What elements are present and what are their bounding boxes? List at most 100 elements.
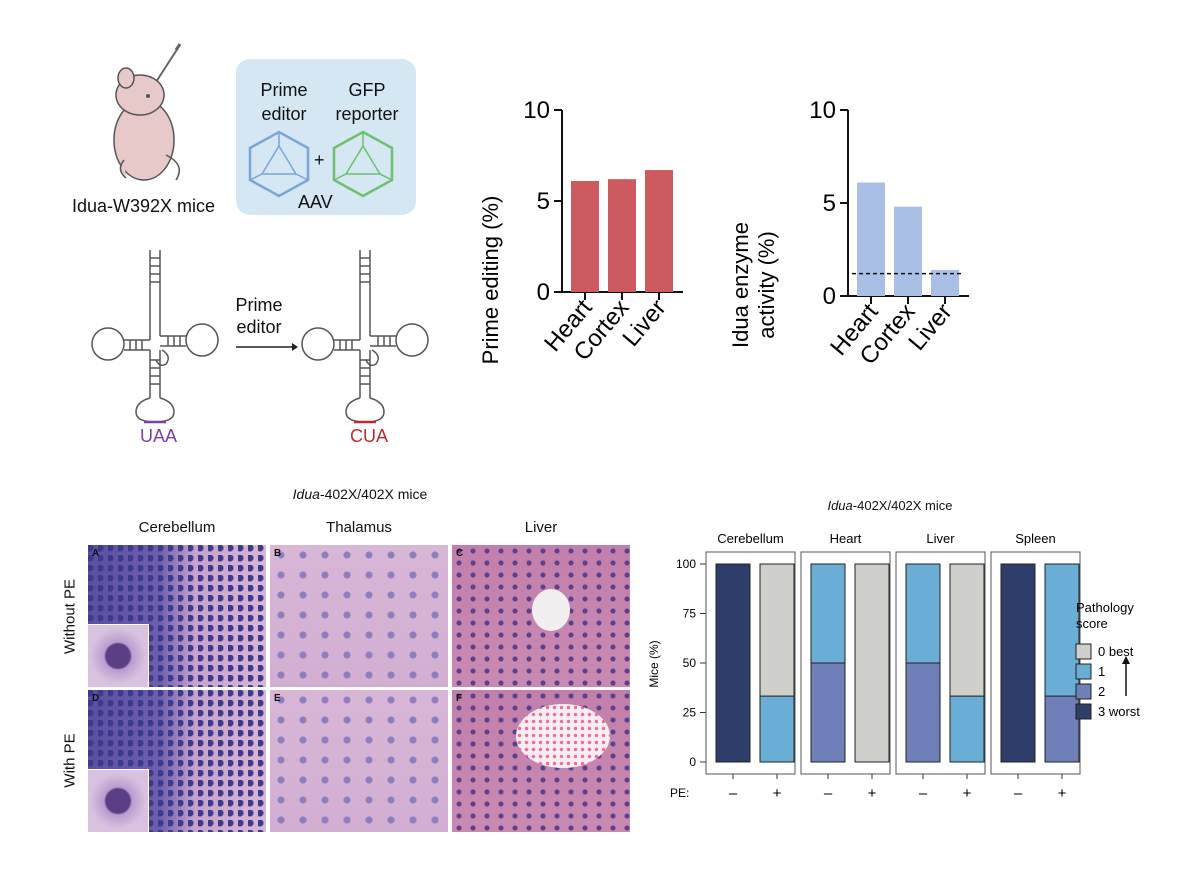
mouse-label: Idua-W392X mice: [72, 196, 216, 216]
y-tick-label: 10: [809, 97, 836, 124]
y-tick-label: 0: [537, 279, 550, 306]
pe-tick-label: +: [963, 785, 972, 802]
stacked-segment-score-0: [759, 563, 795, 697]
panel-letter: C: [456, 548, 464, 559]
stacked-chart-title: Idua-402X/402X mice: [827, 498, 953, 513]
pe-tick-label: +: [773, 785, 782, 802]
legend-label-1: 1: [1098, 664, 1105, 679]
y-tick-label: 100: [676, 557, 696, 571]
stacked-segment-score-3: [715, 563, 751, 763]
panel-letter: D: [92, 693, 100, 704]
y-tick-label: 0: [689, 755, 696, 769]
histology-panel-e: E: [270, 690, 448, 832]
stacked-segment-score-1: [810, 563, 846, 664]
stacked-segment-score-2: [810, 662, 846, 763]
y-tick-label: 75: [683, 607, 697, 621]
gfp-reporter-label: GFP reporter: [335, 80, 399, 124]
mouse-pup-icon: [113, 43, 182, 181]
pe-axis-label: PE:: [670, 786, 689, 800]
pe-tick-label: +: [868, 785, 877, 802]
chart2-ylabel-line2: activity (%): [754, 231, 779, 339]
legend-label-0: 0 best: [1098, 644, 1134, 659]
panel-letter: F: [456, 693, 463, 704]
pe-tick-label: –: [824, 785, 833, 802]
panel-letter: B: [274, 548, 282, 559]
trna-before-icon: [91, 250, 219, 424]
legend-swatch-0: [1075, 643, 1092, 660]
histology-panel-c: C: [452, 545, 630, 687]
histology-col-thalamus: Thalamus: [326, 519, 392, 536]
y-tick-label: 25: [683, 706, 697, 720]
facet-title-heart: Heart: [830, 531, 862, 546]
facet-frame: [705, 551, 796, 775]
histology-panel-d: D: [88, 690, 266, 832]
facet-frame: [800, 551, 891, 775]
stacked-segment-score-0: [854, 563, 890, 763]
legend-swatch-3: [1075, 703, 1092, 720]
chart1-ylabel: Prime editing (%): [478, 196, 503, 365]
histology-title: Idua-402X/402X mice: [292, 486, 428, 502]
pe-tick-label: –: [919, 785, 928, 802]
stacked-segment-score-1: [759, 695, 795, 763]
stacked-segment-score-1: [949, 695, 985, 763]
legend-arrowhead-icon: [1122, 656, 1130, 664]
legend-swatch-2: [1075, 683, 1092, 700]
bar-liver: [645, 170, 673, 292]
legend-title-line1: Pathology: [1076, 600, 1134, 615]
histology-panel-a: A: [88, 545, 266, 687]
stacked-segment-score-2: [1044, 695, 1080, 763]
legend-title-line2: score: [1076, 616, 1108, 631]
prime-editor-capsid-icon: [248, 130, 310, 198]
stacked-segment-score-1: [1044, 563, 1080, 697]
facet-frame: [895, 551, 986, 775]
legend-swatch-1: [1075, 663, 1092, 680]
panel-letter: E: [274, 693, 281, 704]
panel-letter: A: [92, 548, 100, 559]
y-tick-label: 10: [523, 97, 550, 124]
vessel-lumen: [532, 589, 570, 631]
histology-col-liver: Liver: [524, 519, 558, 536]
histology-panel-f: F: [452, 690, 630, 832]
bar-heart: [571, 180, 599, 292]
codon-before-label: UAA: [140, 426, 178, 446]
pe-tick-label: +: [1058, 785, 1067, 802]
histology-inset: [88, 769, 149, 832]
y-tick-label: 5: [537, 188, 550, 215]
facet-title-cerebellum: Cerebellum: [717, 531, 783, 546]
x-tick-label-liver: Liver: [617, 295, 671, 352]
pe-tick-label: –: [1014, 785, 1023, 802]
facet-title-spleen: Spleen: [1015, 531, 1055, 546]
stacked-segment-score-2: [905, 662, 941, 763]
pe-tick-label: –: [729, 785, 738, 802]
histology-row-with-pe: With PE: [61, 733, 79, 788]
codon-after-label: CUA: [350, 426, 389, 446]
bar-heart: [857, 182, 885, 296]
prime-editor-label: Prime editor: [260, 80, 308, 124]
bar-cortex: [608, 179, 636, 292]
histology-row-without-pe: Without PE: [61, 578, 79, 655]
stacked-segment-score-3: [1000, 563, 1036, 763]
vessel-lumen: [516, 704, 610, 768]
y-tick-label: 0: [823, 283, 836, 310]
histology-col-cerebellum: Cerebellum: [138, 519, 216, 536]
legend-label-2: 2: [1098, 684, 1105, 699]
plus-sign: +: [314, 150, 325, 170]
bar-cortex: [894, 206, 922, 296]
facet-frame: [990, 551, 1081, 775]
stacked-segment-score-0: [949, 563, 985, 697]
facet-title-liver: Liver: [926, 531, 955, 546]
x-tick-label-liver: Liver: [903, 299, 957, 356]
stacked-ylabel: Mice (%): [647, 640, 661, 687]
gfp-reporter-capsid-icon: [332, 130, 394, 198]
histology-inset: [88, 624, 149, 687]
trna-after-icon: [301, 250, 429, 424]
y-tick-label: 50: [683, 656, 697, 670]
legend-label-3: 3 worst: [1098, 704, 1140, 719]
chart2-ylabel-line1: Idua enzyme: [728, 222, 753, 348]
arrow-right-icon: [236, 343, 298, 351]
stacked-segment-score-1: [905, 563, 941, 664]
aav-label: AAV: [298, 192, 333, 212]
